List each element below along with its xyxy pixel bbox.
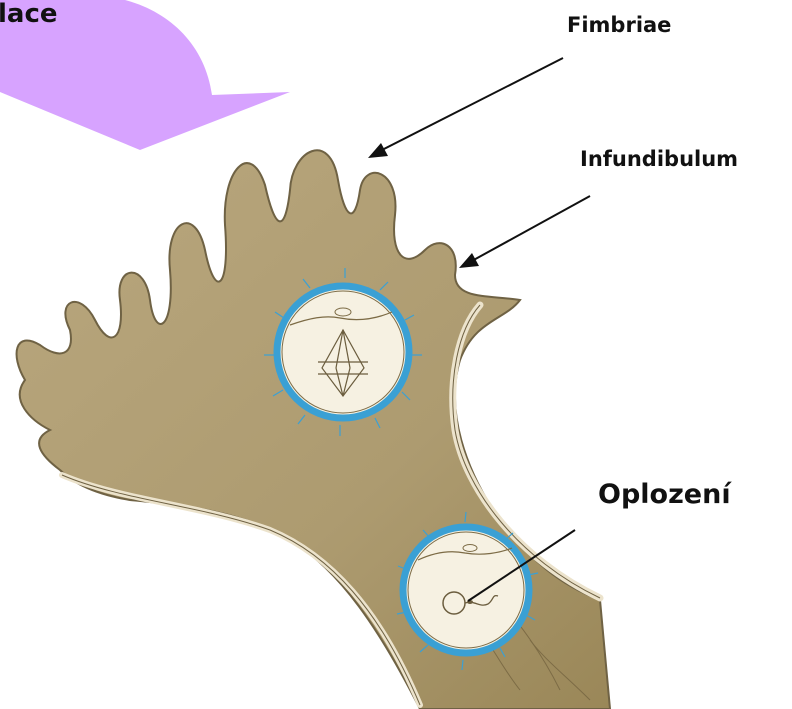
fertilization-label: Oplození [598,479,732,510]
fimbriae-label: Fimbriae [567,13,671,37]
infundibulum-label: Infundibulum [580,147,738,171]
infundibulum-pointer-arrow [459,196,590,268]
arrow-text-label: lace [0,0,58,29]
fimbriae-pointer-arrow [368,58,563,158]
